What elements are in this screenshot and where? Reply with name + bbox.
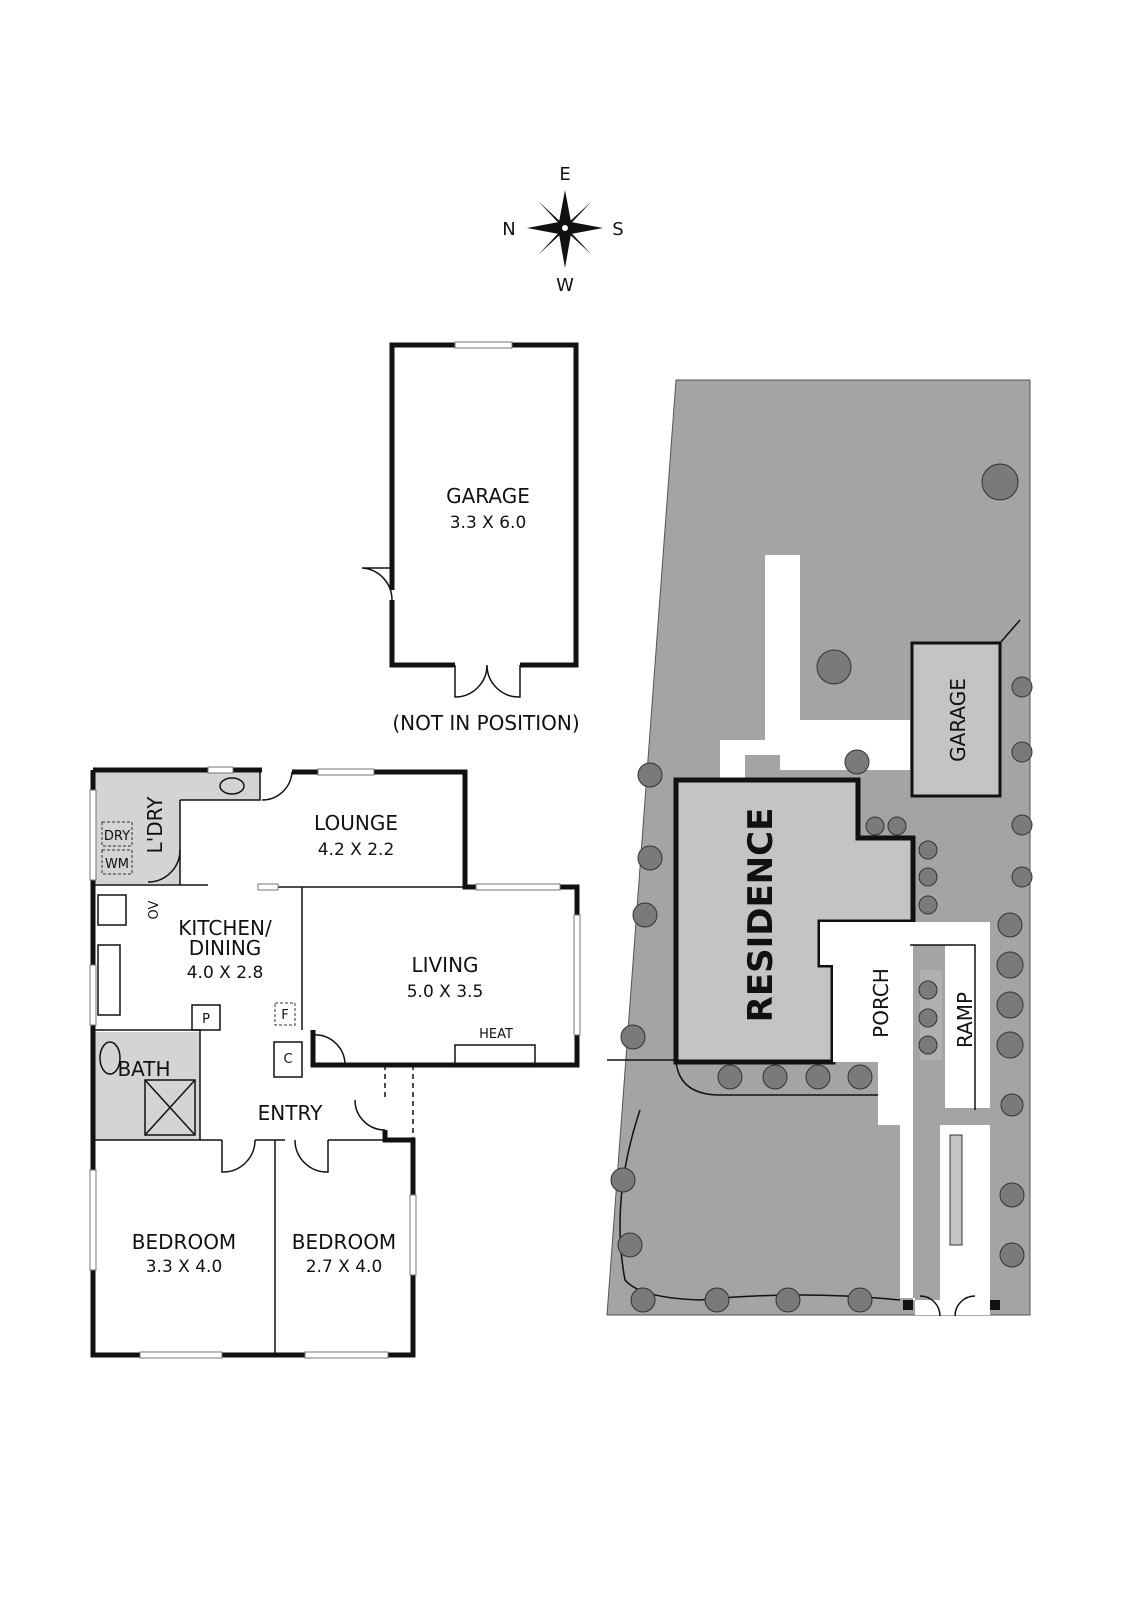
- compass-rose-icon: [527, 190, 603, 268]
- bath-label: BATH: [117, 1057, 170, 1081]
- dryer-label: DRY: [104, 829, 130, 844]
- washer-label: WM: [105, 857, 129, 872]
- tree-icons: [610, 463, 1033, 1313]
- site-plan: [606, 379, 1033, 1317]
- entry-label: ENTRY: [258, 1101, 323, 1125]
- house-plan: [89, 766, 581, 1359]
- residence-label: RESIDENCE: [741, 808, 781, 1023]
- oven-label: OV: [147, 900, 162, 919]
- laundry-label: L'DRY: [143, 796, 167, 854]
- compass-east: E: [559, 164, 570, 185]
- kitchen-label-line2: DINING: [189, 936, 262, 960]
- bedroom2-label: BEDROOM: [292, 1230, 396, 1254]
- heater-label: HEAT: [479, 1027, 513, 1042]
- compass-south: S: [612, 219, 623, 240]
- garage-note: (NOT IN POSITION): [392, 711, 579, 735]
- garage-dims: 3.3 X 6.0: [450, 513, 527, 533]
- ramp-label: RAMP: [953, 992, 977, 1048]
- living-dims: 5.0 X 3.5: [407, 982, 484, 1002]
- bedroom1-label: BEDROOM: [132, 1230, 236, 1254]
- kitchen-label-line1: KITCHEN/: [178, 916, 272, 940]
- lounge-label: LOUNGE: [314, 811, 398, 835]
- garage-label: GARAGE: [446, 484, 530, 508]
- fridge-label: F: [281, 1008, 288, 1023]
- porch-label: PORCH: [869, 968, 893, 1038]
- compass-west: W: [556, 275, 574, 296]
- closet-label: C: [283, 1052, 292, 1067]
- compass-north: N: [502, 219, 515, 240]
- bedroom1-dims: 3.3 X 4.0: [146, 1257, 223, 1277]
- lounge-dims: 4.2 X 2.2: [318, 840, 395, 860]
- living-label: LIVING: [411, 953, 478, 977]
- detached-garage: [361, 341, 579, 698]
- bedroom2-dims: 2.7 X 4.0: [306, 1257, 383, 1277]
- kitchen-dims: 4.0 X 2.8: [187, 963, 264, 983]
- site-garage-label: GARAGE: [946, 678, 970, 762]
- pantry-label: P: [202, 1012, 210, 1027]
